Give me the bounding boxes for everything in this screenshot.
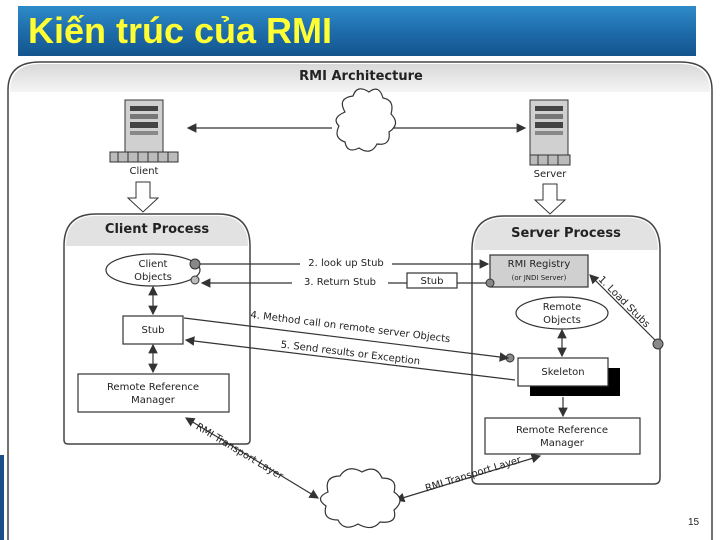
page-number: 15 (688, 517, 700, 528)
network-cloud-top (335, 88, 397, 152)
load-stubs-port (652, 338, 664, 350)
server-label: Server (534, 169, 568, 180)
client-objects-label-2: Objects (134, 272, 172, 283)
client-rrm-box (77, 373, 230, 413)
diagram-heading: RMI Architecture (299, 69, 423, 84)
slide-title-bar: Kiến trúc của RMI (18, 6, 696, 56)
lookup-stub-label: 2. look up Stub (308, 258, 384, 269)
frame-header-shade (10, 64, 710, 92)
method-call-arrow (183, 317, 510, 362)
network-cloud-bottom (319, 468, 401, 529)
client-server-icon (109, 99, 179, 163)
client-objects-label-1: Client (139, 259, 168, 270)
transport-right-arrow (394, 453, 542, 503)
middle-stub-label: Stub (421, 276, 444, 287)
server-rrm-label-2: Manager (540, 438, 585, 449)
remote-objects-label-2: Objects (543, 315, 581, 326)
registry-port (485, 278, 495, 288)
transport-left-arrow (184, 417, 320, 499)
remote-objects-label-1: Remote (543, 302, 582, 313)
server-icon (529, 99, 571, 166)
client-rrm-label-2: Manager (131, 395, 176, 406)
rmi-architecture-diagram: RMI Architecture Client Server C (7, 61, 713, 540)
middle-stub-box (406, 272, 458, 289)
rmi-registry-box (489, 254, 589, 288)
client-objects-port-bottom (190, 275, 200, 285)
client-process-title: Client Process (105, 222, 209, 237)
server-rrm-label-1: Remote Reference (516, 425, 608, 436)
server-rrm-box (484, 417, 641, 455)
client-rrm-label-1: Remote Reference (107, 382, 199, 393)
client-objects-port-top (189, 258, 201, 270)
load-stubs-line (589, 274, 656, 341)
send-results-arrow (184, 336, 516, 381)
skeleton-box (517, 357, 609, 387)
client-down-arrow (126, 181, 160, 213)
client-label: Client (130, 166, 159, 177)
rmi-registry-label-1: RMI Registry (508, 259, 571, 270)
slide-title: Kiến trúc của RMI (28, 10, 333, 51)
server-down-arrow (533, 183, 567, 215)
server-process-title: Server Process (511, 226, 621, 241)
skeleton-label: Skeleton (541, 367, 584, 378)
return-stub-label: 3. Return Stub (304, 277, 376, 288)
rmi-registry-label-2: (or JNDI Server) (512, 274, 567, 282)
left-accent-bar (0, 455, 4, 540)
client-stub-label: Stub (142, 325, 165, 336)
